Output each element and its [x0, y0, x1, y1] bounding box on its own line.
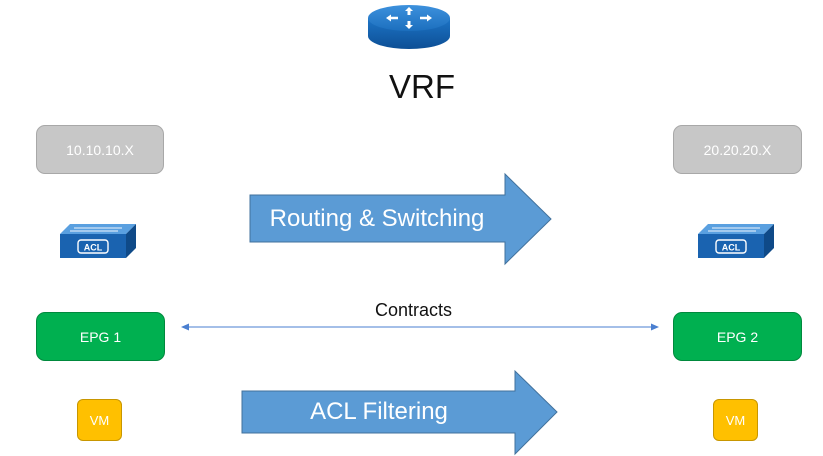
- contracts-line: [181, 323, 659, 331]
- right-vm-label: VM: [725, 412, 746, 428]
- acl-switch-icon: ACL: [60, 224, 136, 258]
- epg2-label: EPG 2: [716, 328, 759, 345]
- left-vm-label: VM: [89, 412, 110, 428]
- epg1-label: EPG 1: [79, 328, 122, 345]
- epg2-box: EPG 2: [673, 312, 802, 361]
- routing-switching-label: Routing & Switching: [269, 205, 485, 232]
- right-acl-icon-label: ACL: [722, 243, 741, 253]
- right-subnet-box: 20.20.20.X: [673, 125, 802, 174]
- epg1-box: EPG 1: [36, 312, 165, 361]
- router-icon: [368, 5, 450, 49]
- acl-filtering-label: ACL Filtering: [310, 398, 448, 425]
- right-vm-box: VM: [713, 399, 758, 441]
- routing-switching-arrow: [249, 172, 552, 266]
- vrf-title: VRF: [389, 68, 455, 105]
- left-subnet-label: 10.10.10.X: [66, 141, 134, 158]
- left-subnet-box: 10.10.10.X: [36, 125, 164, 174]
- contracts-label: Contracts: [375, 300, 453, 320]
- right-subnet-label: 20.20.20.X: [703, 141, 772, 158]
- left-acl-icon-label: ACL: [84, 243, 103, 253]
- acl-filtering-arrow: [241, 369, 558, 456]
- left-vm-box: VM: [77, 399, 122, 441]
- acl-switch-icon: ACL: [698, 224, 774, 258]
